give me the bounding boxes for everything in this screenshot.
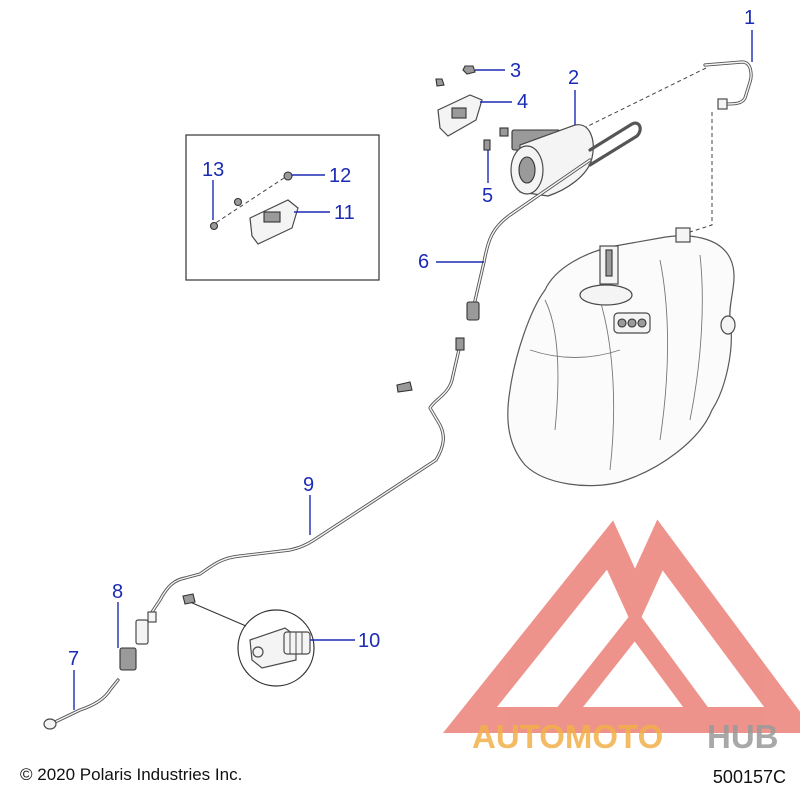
bolt-3b	[435, 78, 445, 87]
clip-small	[182, 593, 196, 605]
evap-canister	[510, 121, 642, 197]
inset-bracket-11	[249, 199, 299, 245]
connector-8	[119, 611, 157, 671]
clip-leader	[189, 601, 247, 627]
callout-2: 2	[568, 67, 579, 89]
callout-7: 7	[68, 648, 79, 670]
bolt-3	[462, 65, 476, 75]
watermark-text-b: HUB	[707, 718, 779, 755]
inset-nut-12	[283, 171, 293, 181]
copyright-text: © 2020 Polaris Industries Inc.	[20, 765, 243, 784]
hose-7	[43, 678, 120, 730]
callout-13: 13	[202, 159, 224, 181]
callout-12: 12	[329, 165, 351, 187]
vent-hose	[703, 60, 753, 110]
inset-nut-12b	[233, 197, 243, 207]
bolt-5	[483, 127, 509, 151]
callout-1: 1	[744, 7, 755, 29]
dash-1b	[689, 112, 713, 233]
callout-3: 3	[510, 60, 521, 82]
callout-4: 4	[517, 91, 528, 113]
clip-detail	[237, 609, 315, 687]
diagram-part-number: 500157C	[712, 767, 786, 787]
inset-nut-13	[209, 221, 219, 231]
callout-6: 6	[418, 251, 429, 273]
canister-line	[466, 158, 592, 321]
inset-box	[185, 134, 380, 281]
bracket-4	[437, 94, 483, 137]
watermark-text-a: AUTOMOTO	[472, 718, 663, 755]
callout-11: 11	[334, 202, 355, 224]
callout-10: 10	[358, 630, 380, 652]
callout-9: 9	[303, 474, 314, 496]
fuel-tank	[507, 227, 736, 487]
fuel-line	[150, 337, 465, 614]
callout-5: 5	[482, 185, 493, 207]
watermark-logo	[442, 519, 800, 733]
callout-8: 8	[112, 581, 123, 603]
dash-1	[579, 67, 707, 131]
